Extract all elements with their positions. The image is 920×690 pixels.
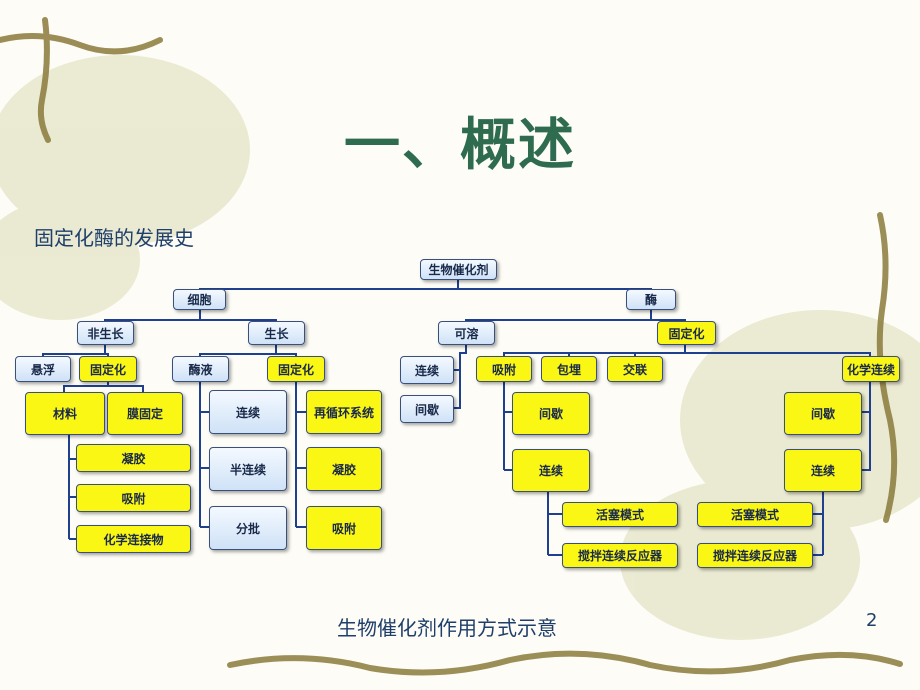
node-covalent: 化学连续: [842, 356, 900, 382]
node-crosslink: 交联: [607, 356, 663, 382]
node-cov-stirred: 搅拌连续反应器: [697, 543, 813, 568]
node-semi-continuous: 半连续: [209, 447, 287, 491]
node-adsorb-stirred: 搅拌连续反应器: [562, 543, 678, 568]
node-cov-continuous: 连续: [784, 449, 862, 492]
node-cov-batch: 间歇: [784, 392, 862, 435]
node-batch-broth: 分批: [209, 506, 287, 550]
node-entrapment: 包埋: [541, 356, 597, 382]
node-root: 生物催化剂: [420, 259, 497, 280]
node-adsorb-continuous: 连续: [512, 449, 590, 492]
node-material: 材料: [25, 392, 105, 435]
node-immobilized-ng: 固定化: [79, 356, 137, 382]
node-adsorb-ng: 吸附: [76, 484, 191, 512]
node-membrane: 膜固定: [107, 392, 183, 435]
node-gel-ng: 凝胶: [76, 444, 191, 472]
node-batch-soluble: 间歇: [400, 395, 454, 423]
node-cell: 细胞: [173, 289, 226, 310]
slide-title: 一、概述: [344, 113, 576, 178]
node-growth: 生长: [248, 321, 305, 345]
node-continuous-soluble: 连续: [400, 356, 454, 384]
node-adsorption: 吸附: [476, 356, 532, 382]
node-non-growth: 非生长: [77, 321, 134, 345]
node-adsorb-plug: 活塞模式: [562, 502, 678, 527]
node-immobilized-g: 固定化: [267, 356, 325, 382]
node-continuous-broth: 连续: [209, 390, 287, 434]
node-immobilized-enzyme: 固定化: [657, 321, 716, 345]
node-adsorb-g: 吸附: [306, 506, 382, 550]
node-broth: 酶液: [172, 356, 229, 382]
node-gel-g: 凝胶: [306, 447, 382, 491]
slide-subtitle: 固定化酶的发展史: [34, 226, 194, 250]
page-number: 2: [866, 610, 878, 631]
node-adsorb-batch: 间歇: [512, 392, 590, 435]
node-chem-link-ng: 化学连接物: [76, 525, 191, 553]
node-soluble: 可溶: [438, 321, 495, 345]
diagram-caption: 生物催化剂作用方式示意: [337, 616, 557, 640]
node-cov-plug: 活塞模式: [697, 502, 813, 527]
node-enzyme: 酶: [626, 289, 676, 310]
node-recycle: 再循环系统: [306, 390, 382, 434]
node-suspension: 悬浮: [15, 356, 71, 382]
